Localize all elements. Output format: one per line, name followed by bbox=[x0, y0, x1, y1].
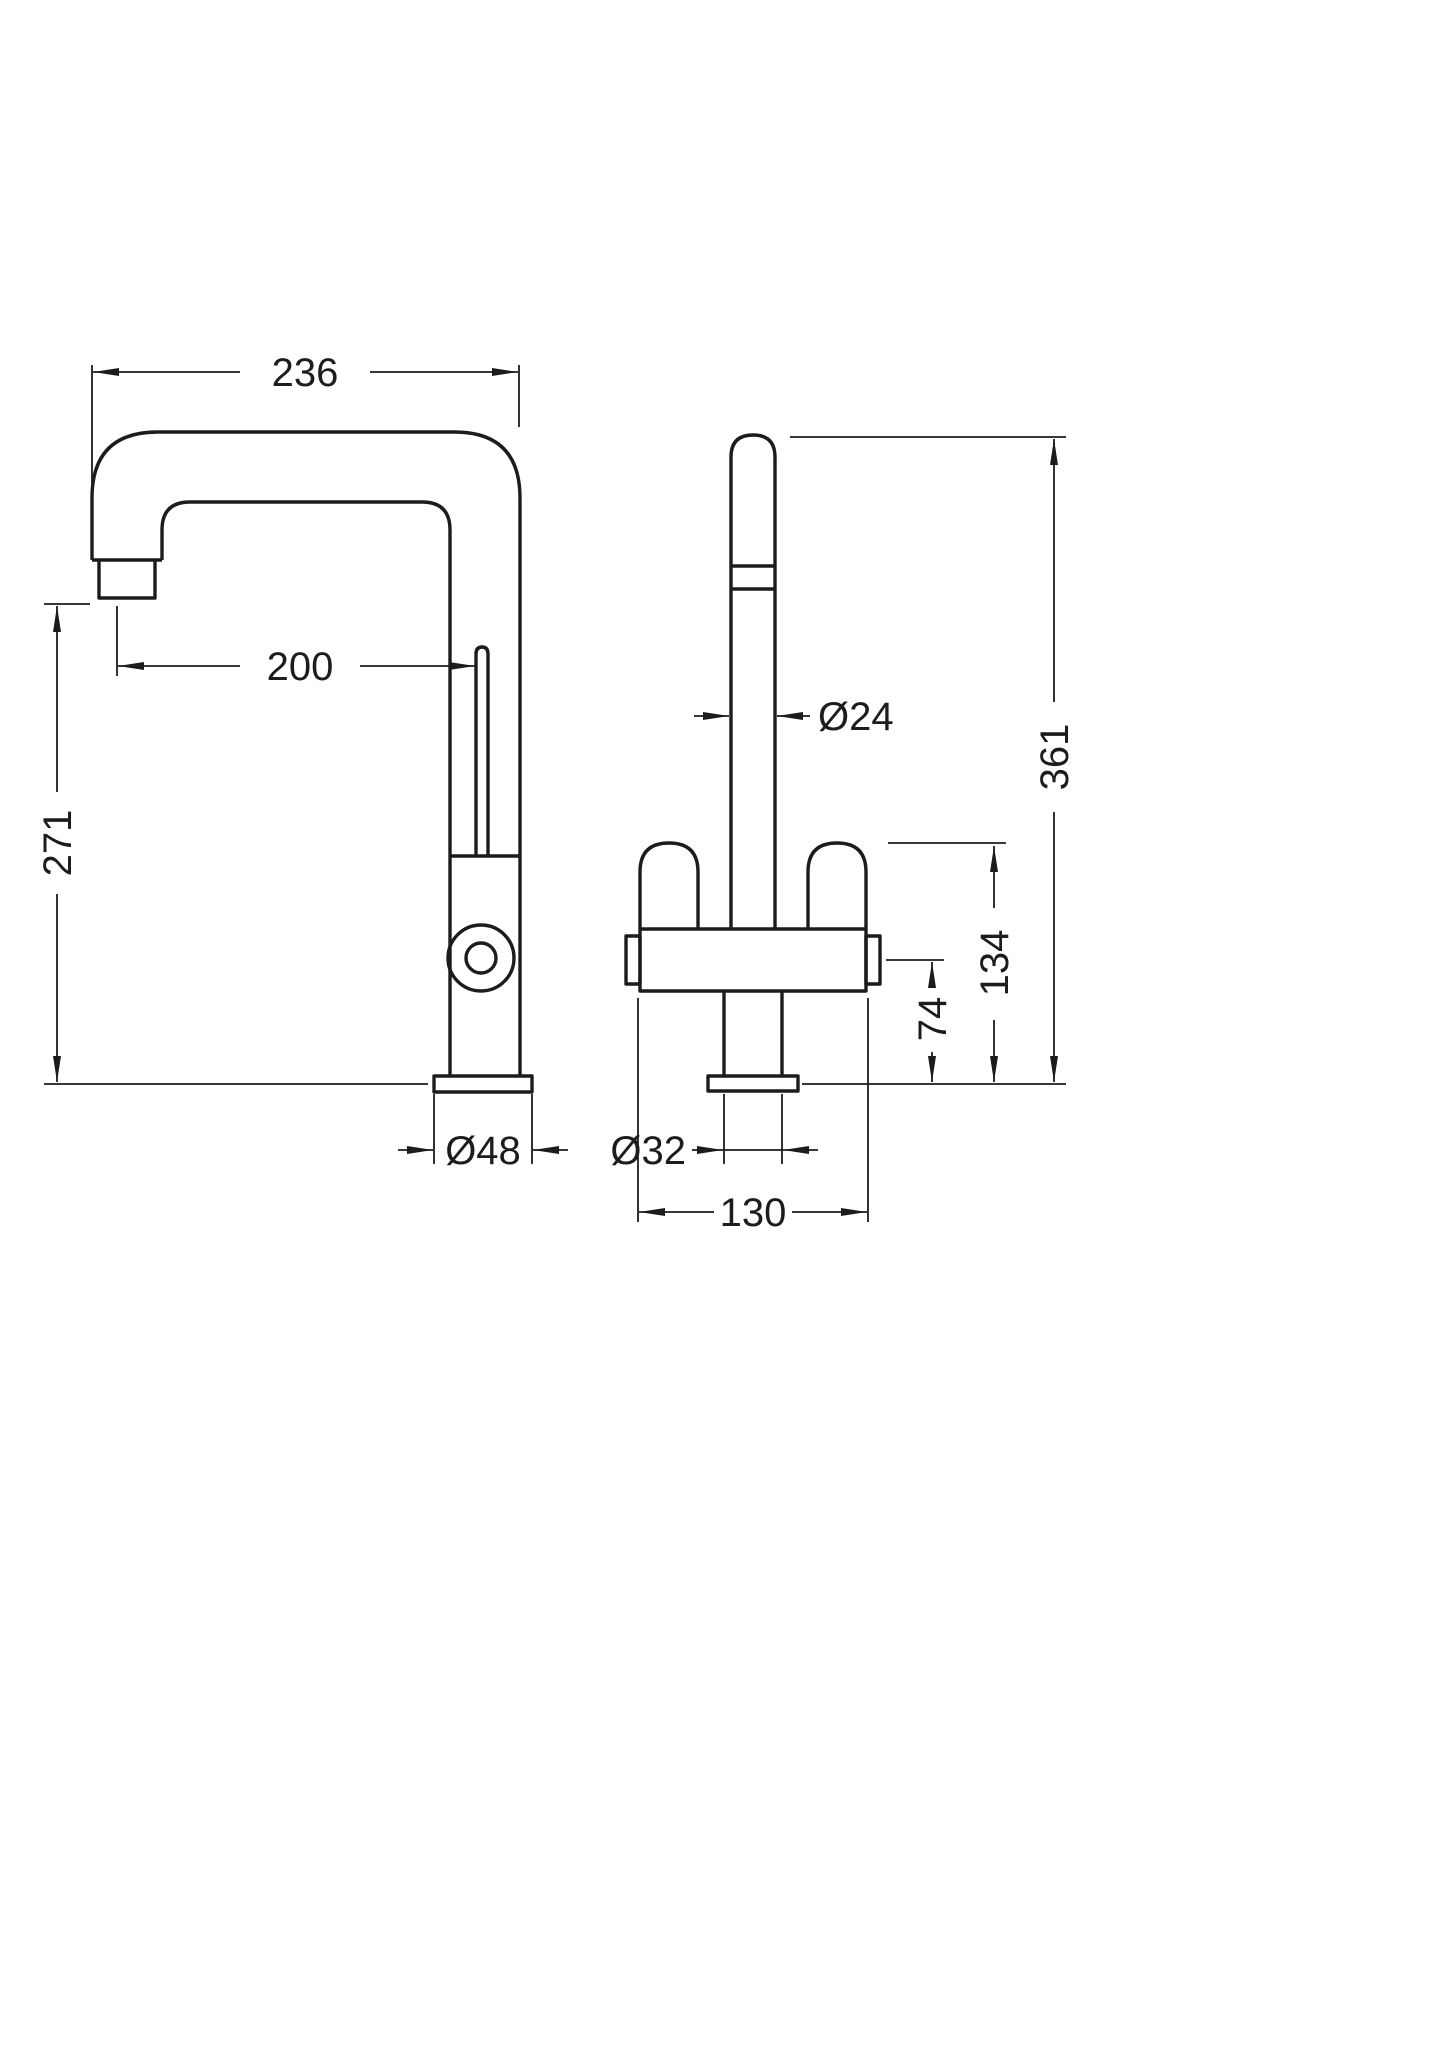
dim-spout-reach: 200 bbox=[116, 606, 475, 689]
dim-spout-diameter-label: Ø24 bbox=[818, 695, 894, 739]
dim-overall-height-label: 361 bbox=[1033, 724, 1077, 791]
dim-body-diameter-label: Ø32 bbox=[610, 1129, 686, 1173]
outlet-nozzle bbox=[97, 560, 157, 600]
base-flange-side bbox=[432, 1074, 534, 1094]
dim-handle-width-label: 130 bbox=[720, 1191, 787, 1235]
lever-handle bbox=[474, 645, 490, 856]
base-flange-front bbox=[706, 1074, 800, 1093]
spout-inner-outline bbox=[160, 500, 452, 1076]
spout-column bbox=[729, 433, 777, 929]
dim-handle-width: 130 bbox=[637, 998, 869, 1235]
dim-base-diameter-label: Ø48 bbox=[445, 1129, 521, 1173]
dim-spout-diameter: Ø24 bbox=[694, 695, 894, 739]
right-handle bbox=[806, 841, 868, 929]
handle-crossbar bbox=[638, 927, 868, 993]
dim-cartridge-height-label: 74 bbox=[911, 997, 955, 1042]
front-view bbox=[624, 433, 882, 1093]
dim-handle-height-label: 134 bbox=[973, 930, 1017, 997]
left-end-cap bbox=[624, 934, 642, 986]
dim-body-diameter: Ø32 bbox=[610, 1094, 818, 1173]
dim-spout-height: 271 bbox=[36, 603, 428, 1085]
dim-spout-width-label: 236 bbox=[272, 351, 339, 395]
dim-base-diameter: Ø48 bbox=[398, 1094, 568, 1173]
dim-spout-width: 236 bbox=[91, 351, 520, 492]
dim-cartridge-height: 74 bbox=[886, 959, 955, 1082]
side-view bbox=[90, 430, 534, 1094]
right-end-cap bbox=[864, 934, 882, 986]
spout-outline bbox=[90, 430, 522, 1076]
dim-spout-reach-label: 200 bbox=[267, 645, 334, 689]
handle-hub-inner bbox=[464, 941, 498, 975]
left-handle bbox=[638, 841, 700, 929]
handle-hub-outer bbox=[446, 923, 516, 993]
dim-handle-height: 134 bbox=[888, 842, 1017, 1082]
dim-overall-height: 361 bbox=[790, 436, 1077, 1085]
dim-spout-height-label: 271 bbox=[36, 810, 80, 877]
